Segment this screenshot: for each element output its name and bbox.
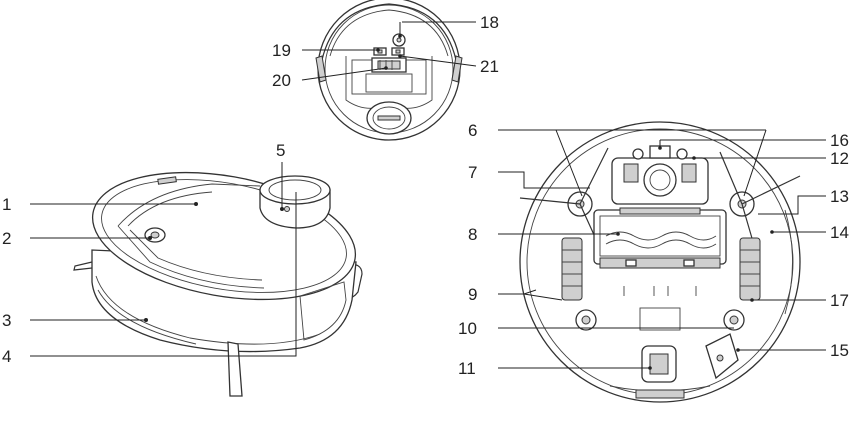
callout-9: 9 — [468, 285, 477, 304]
robot-open-lid-view — [316, 0, 462, 140]
robot-bottom-view — [520, 122, 800, 402]
callout-13: 13 — [830, 187, 849, 206]
callout-7: 7 — [468, 163, 477, 182]
callout-8: 8 — [468, 225, 477, 244]
callout-5: 5 — [276, 141, 285, 160]
callout-12: 12 — [830, 149, 849, 168]
callout-19: 19 — [272, 41, 291, 60]
callout-1: 1 — [2, 195, 11, 214]
callout-6: 6 — [468, 121, 477, 140]
callout-10: 10 — [458, 319, 477, 338]
callout-15: 15 — [830, 341, 849, 360]
callout-18: 18 — [480, 13, 499, 32]
callout-2: 2 — [2, 229, 11, 248]
robot-top-view — [74, 154, 365, 396]
callout-11: 11 — [458, 359, 476, 378]
callout-17: 17 — [830, 291, 849, 310]
callout-3: 3 — [2, 311, 11, 330]
callout-16: 16 — [830, 131, 849, 150]
callout-14: 14 — [830, 223, 849, 242]
callout-20: 20 — [272, 71, 291, 90]
callout-4: 4 — [2, 347, 11, 366]
callout-21: 21 — [480, 57, 499, 76]
